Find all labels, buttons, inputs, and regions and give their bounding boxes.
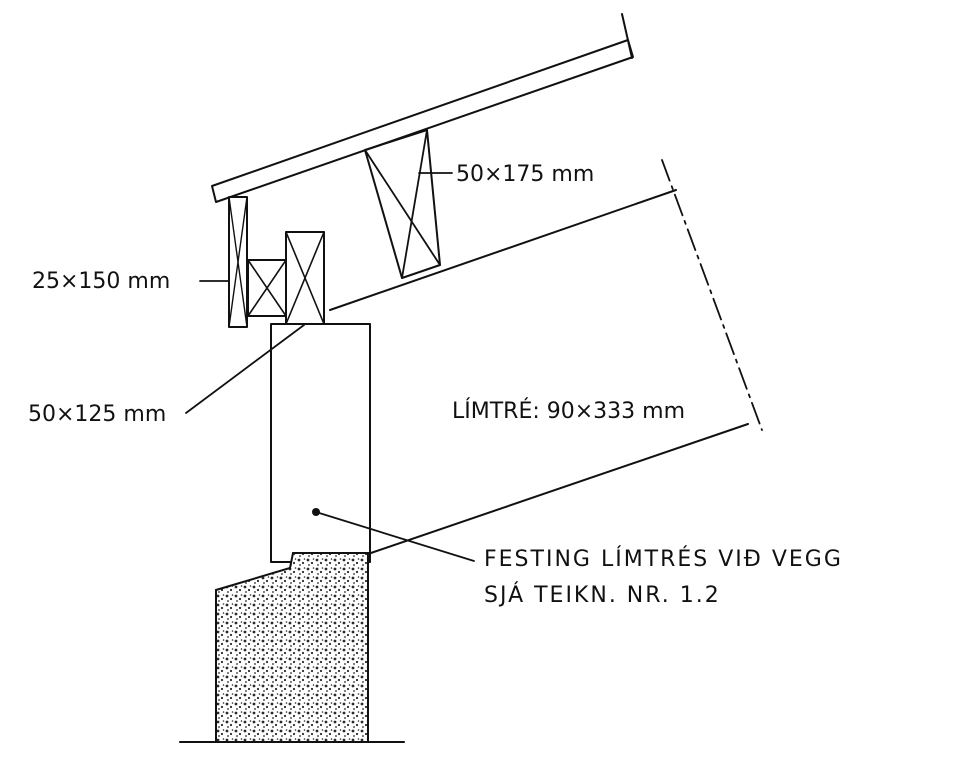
plate-cross-2 bbox=[285, 231, 325, 325]
spacer-cross-2 bbox=[247, 259, 287, 317]
rafter-dimension-label: 50×175 mm bbox=[456, 162, 594, 187]
concrete-foundation bbox=[215, 552, 369, 743]
roof-sheathing bbox=[211, 39, 634, 203]
wall-fixing-note-line2: SJÁ TEIKN. NR. 1.2 bbox=[484, 582, 721, 608]
wall-fixing-note-line1: FESTING LÍMTRÉS VIÐ VEGG bbox=[484, 546, 843, 572]
rafter-block-50x175 bbox=[364, 129, 441, 279]
fascia-dimension-label: 25×150 mm bbox=[32, 269, 170, 294]
wall bbox=[270, 323, 371, 563]
cut-line-top bbox=[621, 13, 633, 59]
rafter-lower-edge bbox=[329, 189, 677, 311]
glulam-beam-label: LÍMTRÉ: 90×333 mm bbox=[452, 398, 685, 424]
wallplate-dimension-label: 50×125 mm bbox=[28, 402, 166, 427]
break-line bbox=[661, 159, 763, 431]
wallplate-leader bbox=[185, 324, 305, 414]
block-cross-2 bbox=[401, 129, 428, 279]
glulam-beam-lower-edge bbox=[367, 423, 749, 555]
block-cross-1 bbox=[364, 149, 441, 266]
fixing-note-leader bbox=[315, 511, 475, 562]
fascia-cross-2 bbox=[228, 196, 248, 328]
